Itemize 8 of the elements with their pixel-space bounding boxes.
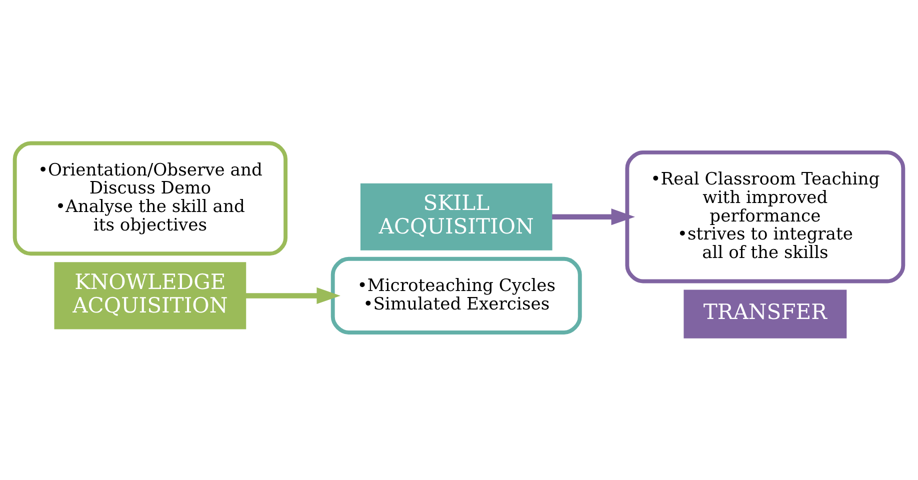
node-box: •Orientation/Observe and Discuss Demo •Analyse the skill and its objectives bbox=[12, 140, 288, 256]
node-box: KNOWLEDGE ACQUISITION bbox=[54, 262, 246, 329]
arrow bbox=[552, 208, 635, 225]
arrow bbox=[245, 286, 340, 304]
node-box: •Real Classroom Teaching with improved performance •strives to integrate all of the skills bbox=[625, 150, 906, 283]
node-box: SKILL ACQUISITION bbox=[360, 182, 552, 250]
node-box: TRANSFER bbox=[684, 289, 847, 338]
node-box: •Microteaching Cycles •Simulated Exercises bbox=[330, 256, 582, 334]
